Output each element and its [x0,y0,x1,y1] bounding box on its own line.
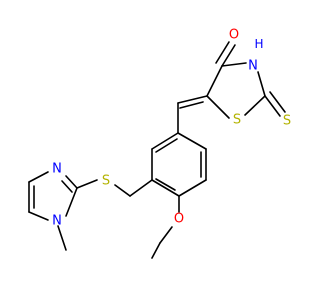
bond-ar4-inner [155,178,176,191]
atom-n-imidazole-methyl: N [52,214,62,229]
atom-o-carbonyl: O [229,28,239,43]
bond-ch2-s [114,184,131,197]
bond-n-c2 [257,71,266,97]
atom-h-thiazolidine: H [254,37,263,51]
thiazolidinone-ring [206,41,286,119]
bond-s-c2im [76,179,98,189]
atom-s-thione: S [283,114,291,129]
benzene-ring [151,132,207,197]
bond-n1-methyl [57,225,67,251]
bond-c5-n1 [28,211,49,221]
bond-o-ch3 [159,226,173,244]
bond-c2-n3-double [61,180,73,193]
bond-c2-s [244,95,266,116]
bond-methyl-end [151,242,161,259]
bond-ar6 [151,132,179,150]
atom-s-ring: S [233,113,241,128]
bond-c4-o-double [215,41,230,64]
bond-c2-thione-double [269,91,286,113]
bond-c2-n3 [65,175,78,189]
bond-c5-ch [177,95,208,104]
bond-ar4 [151,179,180,197]
bond-c5-c4 [206,65,223,97]
exocyclic-double-bond [177,95,208,134]
bond-c2-thione [264,95,281,117]
structure-diagram: O N H S S S N N O [28,28,291,259]
molecule-canvas: O N H S S S N N O [28,28,291,259]
bond-ar-ch2 [129,179,153,197]
atom-o-methoxy: O [174,212,184,227]
bond-ar6-inner [155,138,178,153]
imidazole-ring [28,171,78,251]
bond-s-c5 [206,95,230,119]
bond-n1-c2 [65,187,78,217]
bond-c4-n [221,62,247,67]
bond-n3-c4 [28,171,49,183]
bond-ar3 [178,179,207,197]
bond-c5-ch-double [179,101,204,109]
atom-n-imidazole-top: N [52,162,62,177]
bond-ar1 [177,132,207,150]
thioether-linker [76,179,153,197]
bond-c4-o [221,44,236,67]
atom-n-thiazolidine: N [248,59,258,74]
methoxy-group [151,195,180,259]
atom-s-thioether: S [102,174,110,189]
